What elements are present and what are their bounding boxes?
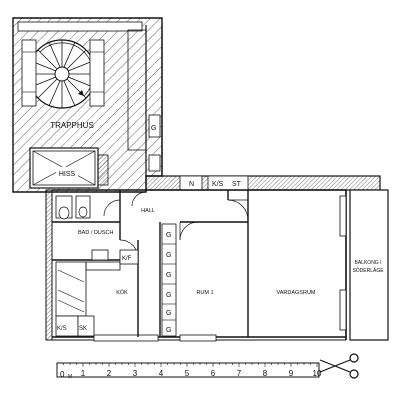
balcony-label-2: SÖDERLÄGE (352, 267, 384, 274)
corridor-wall: N K/S ST (145, 175, 381, 191)
scale-tick-label: 4 (159, 369, 164, 378)
scale-tick-label: 8 (263, 369, 268, 378)
wardrobe-g-1: G (166, 232, 171, 239)
scale-tick-label: 10 (313, 369, 322, 378)
living-label: VARDAGSRUM (276, 290, 315, 296)
kitchen: K/F K/S SK KÖK (55, 249, 139, 337)
balcony-label-1: BALKONG I (355, 260, 382, 266)
fixture-sk-label: SK (79, 326, 87, 332)
apartment-walls (45, 189, 351, 342)
wardrobes: G G G G G G (161, 223, 177, 337)
room1-label: RUM 1 (196, 290, 213, 296)
balcony: BALKONG I SÖDERLÄGE (339, 189, 389, 341)
spiral-staircase (21, 39, 105, 109)
kitchen-label: KÖK (116, 289, 128, 296)
bathroom: BAD / DUSCH (55, 195, 113, 236)
stairwell-label: TRAPPHUS (50, 121, 94, 130)
fixture-ks-st-label: K/S (212, 181, 224, 188)
hall-label: HALL (141, 208, 155, 214)
wardrobe-g-4: G (166, 292, 171, 299)
wardrobe-g-3: G (166, 272, 171, 279)
doors (103, 191, 249, 259)
bath-label: BAD / DUSCH (78, 230, 113, 236)
elevator-label: HISS (59, 171, 76, 178)
scale-tick-label: 2 (107, 369, 112, 378)
wardrobe-g-6: G (166, 327, 171, 334)
scale-tick-label: 3 (133, 369, 138, 378)
fixture-ks-label: K/S (57, 326, 67, 332)
scale-unit: M (68, 374, 72, 380)
wardrobe-g-2: G (166, 252, 171, 259)
scale-tick-label: 6 (211, 369, 216, 378)
scissors-icon (319, 353, 359, 379)
scale-tick-label: 5 (185, 369, 190, 378)
fixture-st-label: ST (232, 181, 242, 188)
scale-tick-label: 1 (81, 369, 86, 378)
scale-tick-label: 9 (289, 369, 294, 378)
shaft-g-label: G (151, 125, 156, 132)
scale-tick-label: 7 (237, 369, 242, 378)
scale-bar: 0 M 1 2 3 4 5 6 7 8 9 10 (56, 362, 322, 380)
elevator: HISS (29, 147, 109, 189)
wardrobe-g-5: G (166, 310, 171, 317)
fixture-kf-label: K/F (122, 256, 132, 262)
fixture-n-label: N (189, 181, 194, 188)
scale-zero: 0 (60, 370, 65, 379)
